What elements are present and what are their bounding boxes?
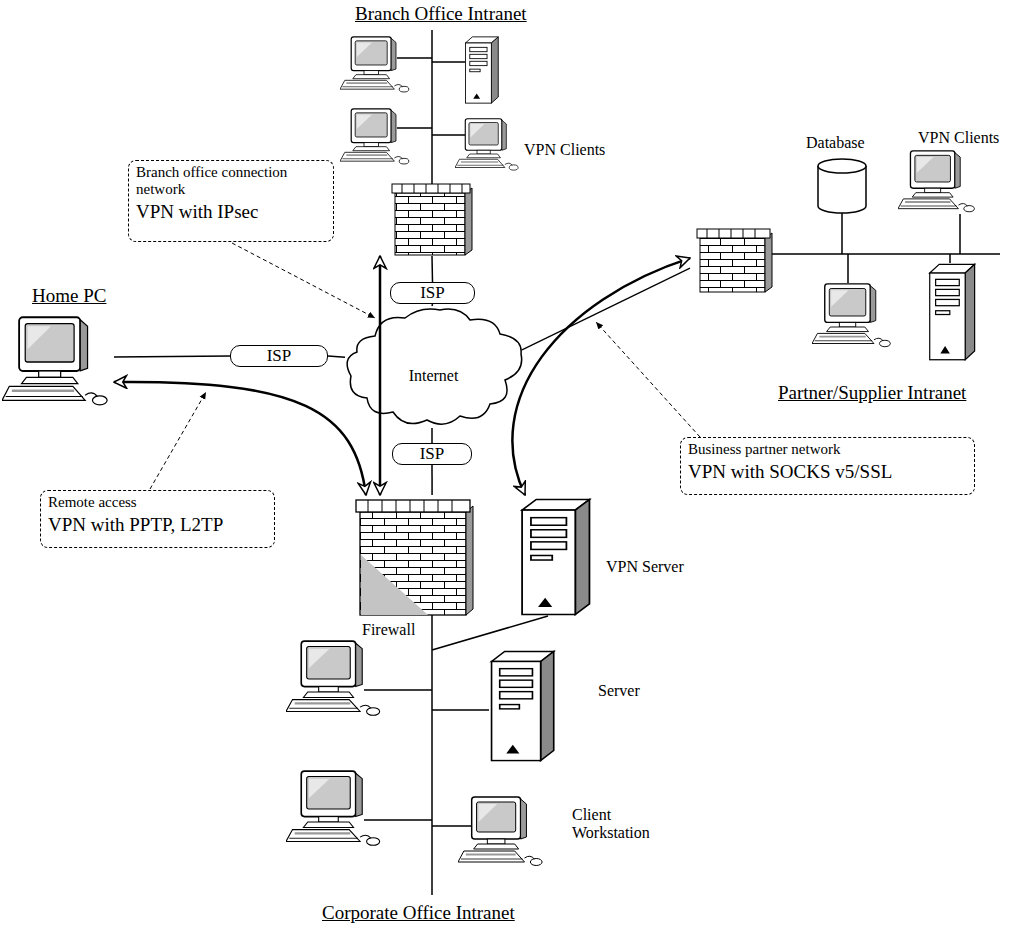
device-label: Firewall bbox=[362, 620, 415, 639]
device-label: VPN Clients bbox=[524, 141, 605, 159]
device-label: Database bbox=[806, 134, 865, 152]
cloud-outline bbox=[347, 309, 522, 424]
computer-icon bbox=[458, 797, 542, 866]
wall-side bbox=[465, 188, 472, 255]
leader-line bbox=[596, 322, 700, 437]
network-link bbox=[328, 356, 345, 357]
callout-protocol: VPN with IPsec bbox=[136, 201, 326, 223]
brick-wall bbox=[360, 512, 466, 615]
firewall-icon bbox=[392, 184, 472, 255]
callout-protocol: VPN with SOCKS v5/SSL bbox=[688, 461, 967, 483]
firewall: Firewall bbox=[355, 495, 470, 640]
corporate-lan bbox=[286, 500, 589, 895]
isp-box: ISP bbox=[230, 345, 328, 367]
computer-icon bbox=[340, 109, 409, 164]
home-pc: Home PC bbox=[0, 282, 114, 425]
callout-title: Business partner network bbox=[688, 441, 967, 458]
vpn-server: VPN Server bbox=[512, 495, 722, 620]
cap-joints bbox=[402, 184, 462, 193]
callout-leaders bbox=[150, 243, 700, 489]
isp-label: ISP bbox=[399, 444, 465, 464]
wall-side bbox=[466, 506, 473, 615]
computer-icon bbox=[286, 641, 380, 715]
computer-icon bbox=[286, 771, 380, 845]
computer-icon bbox=[812, 284, 890, 347]
wall-cap bbox=[697, 229, 770, 238]
isp-box: ISP bbox=[392, 443, 472, 465]
cloud-label: Internet bbox=[345, 366, 522, 385]
firewall-icon bbox=[356, 500, 473, 615]
device-label: Server bbox=[598, 682, 640, 700]
network-link bbox=[431, 428, 433, 443]
cap-joints bbox=[368, 500, 452, 512]
isp-label: ISP bbox=[397, 283, 468, 303]
vpn-tunnel-arrow bbox=[512, 258, 690, 495]
vpn-tunnel-arrow bbox=[114, 382, 366, 495]
network-link bbox=[431, 465, 433, 495]
cylinder-top bbox=[818, 159, 866, 173]
computer-icon bbox=[340, 37, 409, 92]
callout-box: Branch office connection networkVPN with… bbox=[128, 160, 334, 242]
network-link bbox=[522, 268, 690, 350]
partner-lan bbox=[697, 151, 1000, 360]
callout-box: Business partner networkVPN with SOCKS v… bbox=[680, 437, 975, 495]
computer-icon bbox=[898, 151, 974, 212]
device-label: Client Workstation bbox=[572, 806, 662, 842]
leader-line bbox=[150, 392, 206, 489]
internet-cloud: Internet bbox=[345, 306, 522, 428]
network-link bbox=[431, 256, 433, 282]
server-icon bbox=[465, 37, 498, 103]
wall-cap bbox=[356, 500, 470, 512]
server-icon bbox=[492, 651, 554, 760]
device-heading: Home PC bbox=[32, 285, 106, 307]
vpn-server-icon bbox=[522, 500, 589, 615]
computer-icon bbox=[455, 119, 518, 170]
device-label: VPN Clients bbox=[918, 129, 999, 147]
callout-title: Branch office connection network bbox=[136, 164, 326, 198]
intranet-region: Branch Office Intranet bbox=[335, 0, 575, 256]
brick-wall bbox=[395, 193, 465, 255]
wall-shadow bbox=[361, 555, 428, 615]
isp-label: ISP bbox=[237, 346, 321, 366]
intranet-region: Corporate Office Intranet Firewall VPN Ser… bbox=[280, 470, 730, 924]
vpn-tunnel-arrow bbox=[379, 256, 382, 495]
server-icon bbox=[930, 264, 975, 359]
region-heading: Branch Office Intranet bbox=[355, 3, 527, 25]
brick-wall bbox=[700, 238, 765, 292]
callout-protocol: VPN with PPTP, L2TP bbox=[48, 514, 267, 536]
computer-icon bbox=[2, 317, 107, 405]
device-label: VPN Server bbox=[606, 557, 684, 576]
network-link bbox=[431, 304, 433, 306]
wall-side bbox=[765, 233, 772, 292]
branch-lan bbox=[340, 30, 518, 255]
isp-box: ISP bbox=[390, 282, 475, 304]
cap-joints bbox=[707, 229, 755, 238]
intranet-region: Partner/Supplier Intranet bbox=[690, 125, 1020, 410]
leader-line bbox=[232, 243, 375, 318]
firewall-icon bbox=[697, 229, 772, 292]
region-heading: Corporate Office Intranet bbox=[322, 902, 515, 924]
wall-cap bbox=[392, 184, 470, 193]
region-heading: Partner/Supplier Intranet bbox=[778, 382, 966, 404]
callout-title: Remote access bbox=[48, 494, 267, 511]
network-link bbox=[114, 355, 230, 357]
callout-box: Remote accessVPN with PPTP, L2TP bbox=[40, 490, 275, 548]
database-icon bbox=[818, 159, 866, 213]
